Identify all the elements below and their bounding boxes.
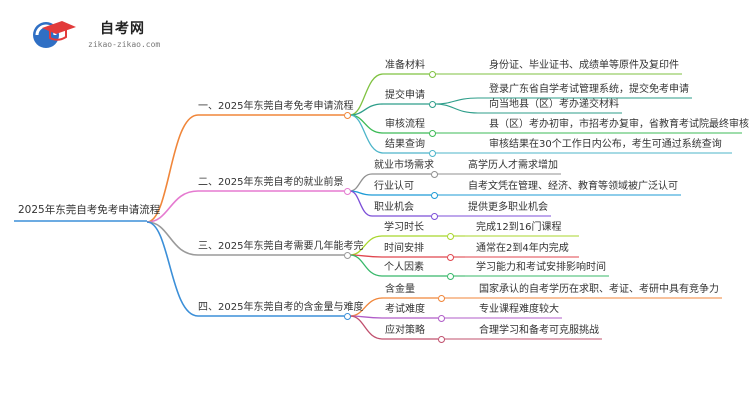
- branch-4-child-1-label: 含金量: [385, 284, 415, 295]
- graduation-cap-logo-icon: [33, 21, 76, 48]
- branch-2-child-2-toggle[interactable]: [430, 191, 438, 199]
- branch-1-toggle[interactable]: [343, 111, 351, 119]
- branch-2-label: 二、2025年东莞自考的就业前景: [198, 177, 344, 188]
- branch-2-child-1-label: 就业市场需求: [374, 160, 434, 171]
- branch-3-child-1-toggle[interactable]: [446, 232, 454, 240]
- branch-3-child-3-label: 个人因素: [384, 262, 424, 273]
- branch-1-child-3-label: 审核流程: [385, 119, 425, 130]
- branch-3-child-2-label: 时间安排: [384, 243, 424, 254]
- branch-2-child-3-detail-1: 提供更多职业机会: [468, 202, 548, 213]
- branch-4-child-2-detail-1: 专业课程难度较大: [479, 304, 559, 315]
- branch-3-label: 三、2025年东莞自考需要几年能考完: [198, 241, 364, 252]
- branch-1-child-2-detail-2: 向当地县（区）考办递交材料: [489, 99, 619, 110]
- branch-2-child-3-toggle[interactable]: [430, 212, 438, 220]
- branch-1-child-1-label: 准备材料: [385, 60, 425, 71]
- root-node: 2025年东莞自考免考申请流程: [18, 204, 161, 216]
- branch-1-child-3-toggle[interactable]: [428, 129, 436, 137]
- branch-4-child-2-label: 考试难度: [385, 304, 425, 315]
- branch-2-child-1-detail-1: 高学历人才需求增加: [468, 160, 558, 171]
- site-logo[interactable]: 自考网 zikao-zikao.com: [28, 14, 188, 54]
- branch-1-child-1-detail-1: 身份证、毕业证书、成绩单等原件及复印件: [489, 60, 679, 71]
- branch-2-child-2-detail-1: 自考文凭在管理、经济、教育等领域被广泛认可: [468, 181, 678, 192]
- branch-3-child-2-toggle[interactable]: [446, 253, 454, 261]
- branch-4-child-1-detail-1: 国家承认的自考学历在求职、考证、考研中具有竞争力: [479, 284, 719, 295]
- branch-4-label: 四、2025年东莞自考的含金量与难度: [198, 302, 364, 313]
- branch-1-label: 一、2025年东莞自考免考申请流程: [198, 101, 354, 112]
- branch-1-child-2-label: 提交申请: [385, 90, 425, 101]
- branch-1-child-4-toggle[interactable]: [428, 149, 436, 157]
- branch-4-child-3-toggle[interactable]: [437, 335, 445, 343]
- branch-3-child-3-toggle[interactable]: [446, 272, 454, 280]
- branch-4-child-3-detail-1: 合理学习和备考可克服挑战: [479, 325, 599, 336]
- branch-2-child-3-label: 职业机会: [374, 202, 414, 213]
- branch-4-child-1-toggle[interactable]: [437, 294, 445, 302]
- branch-4-toggle[interactable]: [343, 312, 351, 320]
- branch-3-child-3-detail-1: 学习能力和考试安排影响时间: [476, 262, 606, 273]
- branch-1-child-2-toggle[interactable]: [428, 100, 436, 108]
- branch-1-child-4-detail-1: 审核结果在30个工作日内公布，考生可通过系统查询: [489, 139, 722, 150]
- branch-1-child-4-label: 结果查询: [385, 139, 425, 150]
- branch-2-child-2-label: 行业认可: [374, 181, 414, 192]
- logo-url: zikao-zikao.com: [88, 40, 161, 49]
- branch-4-child-2-toggle[interactable]: [437, 314, 445, 322]
- branch-1-child-1-toggle[interactable]: [428, 70, 436, 78]
- branch-2-toggle[interactable]: [343, 187, 351, 195]
- branch-1-child-3-detail-1: 县（区）考办初审，市招考办复审，省教育考试院最终审核: [489, 119, 749, 130]
- branch-1-child-2-detail-1: 登录广东省自学考试管理系统，提交免考申请: [489, 84, 689, 95]
- branch-4-child-3-label: 应对策略: [385, 325, 425, 336]
- branch-3-toggle[interactable]: [343, 251, 351, 259]
- branch-3-child-1-detail-1: 完成12到16门课程: [476, 222, 562, 233]
- logo-name: 自考网: [100, 21, 145, 37]
- branch-3-child-1-label: 学习时长: [384, 222, 424, 233]
- branch-2-child-1-toggle[interactable]: [430, 170, 438, 178]
- branch-3-child-2-detail-1: 通常在2到4年内完成: [476, 243, 569, 254]
